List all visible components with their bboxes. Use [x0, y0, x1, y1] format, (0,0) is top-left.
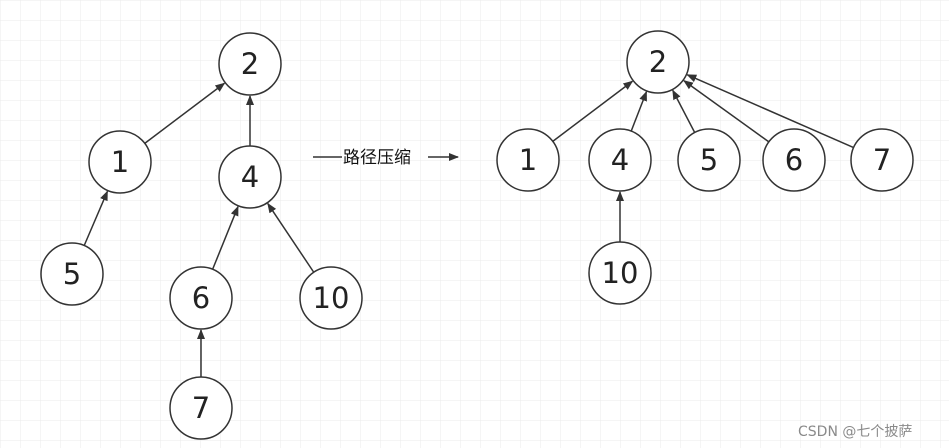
node-label: 7 — [873, 143, 891, 177]
node-circle — [218, 145, 282, 209]
before-tree-edges — [83, 82, 315, 377]
tree-node: 2 — [626, 30, 690, 94]
after-tree-edges — [552, 74, 854, 242]
node-circle — [762, 128, 826, 192]
node-circle — [169, 376, 233, 440]
before-tree: 2 1 4 5 6 10 7 — [40, 32, 363, 440]
node-label: 2 — [241, 47, 259, 81]
node-label: 6 — [192, 281, 210, 315]
edge-arrow — [686, 74, 854, 149]
tree-node: 10 — [588, 241, 652, 305]
node-circle — [626, 30, 690, 94]
node-circle — [496, 128, 560, 192]
edge-arrow — [683, 80, 770, 143]
watermark: CSDN @七个披萨 — [798, 424, 912, 440]
node-circle — [218, 32, 282, 96]
node-label: 10 — [313, 281, 350, 315]
node-circle — [88, 130, 152, 194]
node-label: 4 — [241, 160, 259, 194]
tree-node: 5 — [40, 242, 104, 306]
tree-node: 7 — [169, 376, 233, 440]
edge-arrow — [552, 80, 634, 142]
node-circle — [40, 242, 104, 306]
node-circle — [299, 266, 363, 330]
node-circle — [588, 241, 652, 305]
tree-node: 6 — [762, 128, 826, 192]
node-label: 6 — [785, 143, 803, 177]
edge-arrow — [630, 90, 648, 132]
edge-arrow — [672, 89, 696, 133]
tree-node: 1 — [88, 130, 152, 194]
tree-node: 6 — [169, 266, 233, 330]
node-label: 5 — [63, 257, 81, 291]
node-label: 5 — [700, 143, 718, 177]
tree-node: 4 — [218, 145, 282, 209]
after-tree: 2 1 4 5 6 7 10 — [496, 30, 914, 305]
edge-arrow — [211, 205, 239, 270]
tree-node: 1 — [496, 128, 560, 192]
tree-node: 4 — [588, 128, 652, 192]
transform-label: 路径压缩 — [343, 148, 411, 168]
tree-node: 5 — [677, 128, 741, 192]
transform-arrow: 路径压缩 — [313, 148, 459, 168]
node-label: 10 — [602, 256, 639, 290]
node-label: 1 — [519, 143, 537, 177]
edge-arrow — [144, 82, 226, 144]
node-circle — [169, 266, 233, 330]
node-circle — [588, 128, 652, 192]
edge-arrow — [267, 202, 315, 273]
tree-node: 2 — [218, 32, 282, 96]
tree-node: 10 — [299, 266, 363, 330]
node-label: 1 — [111, 145, 129, 179]
edge-arrow — [83, 190, 109, 246]
node-circle — [850, 128, 914, 192]
node-label: 4 — [611, 143, 629, 177]
node-label: 2 — [649, 45, 667, 79]
node-circle — [677, 128, 741, 192]
node-label: 7 — [192, 391, 210, 425]
tree-node: 7 — [850, 128, 914, 192]
